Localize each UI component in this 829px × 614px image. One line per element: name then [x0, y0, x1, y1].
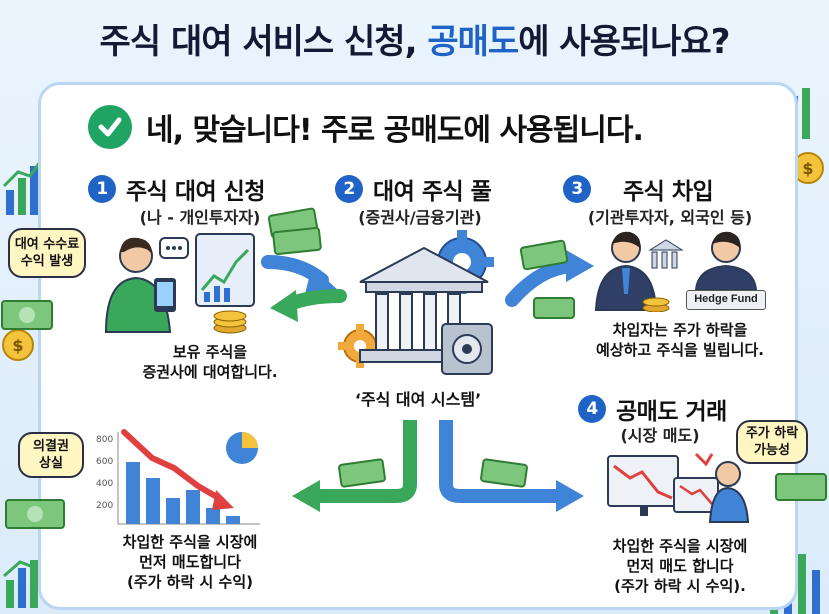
- arrow-head-fee: [270, 290, 298, 322]
- step-1-heading: 1 주식 대여 신청: [88, 172, 265, 206]
- falling-price-chart-illustration: 800 600 400 200: [96, 429, 260, 525]
- cash-icon-top: [267, 207, 322, 256]
- axis-tick-200: 200: [96, 501, 113, 511]
- svg-text:$: $: [12, 336, 23, 355]
- system-label: ‘주식 대여 시스템’: [354, 390, 482, 409]
- trader-monitor-illustration: [607, 452, 750, 523]
- institutional-investors-illustration: [594, 231, 758, 312]
- svg-text:$: $: [802, 159, 813, 178]
- coin-icon-left: $: [2, 329, 34, 361]
- arrow-head-sale: [556, 480, 584, 512]
- step-4-heading: 4 공매도 거래: [578, 392, 727, 426]
- cash-icon-bottom-center: [338, 458, 528, 488]
- step-number-2: 2: [335, 175, 363, 203]
- step-2-subtitle: (증권사/금융기관): [358, 208, 482, 227]
- step-4-description: 차입한 주식을 시장에 먼저 매도 합니다 (주가 하락 시 수익).: [612, 537, 748, 595]
- axis-tick-800: 800: [96, 435, 113, 445]
- step-2-heading: 2 대여 주식 풀: [335, 172, 492, 206]
- step-1-subtitle: (나 - 개인투자자): [139, 208, 261, 227]
- step-4-subtitle: (시장 매도): [620, 426, 700, 445]
- step-3-subtitle: (기관투자자, 외국인 등): [587, 208, 753, 227]
- arrow-head-borrow: [566, 250, 594, 282]
- step-number-1: 1: [88, 175, 116, 203]
- page-title: 주식 대여 서비스 신청, 공매도에 사용되나요?: [99, 22, 731, 62]
- cash-icon-right-edge: [775, 473, 827, 501]
- cash-icon-right-of-pool: [519, 239, 575, 319]
- step-number-4: 4: [578, 395, 606, 423]
- bank-vault-illustration: [338, 230, 494, 375]
- step-3-heading: 3 주식 차입: [563, 172, 714, 206]
- axis-tick-600: 600: [96, 457, 113, 467]
- content-panel: [38, 82, 798, 610]
- bottom-left-description: 차입한 주식을 시장에 먼저 매도합니다 (주가 하락 시 수익): [122, 533, 258, 591]
- arrow-head-return: [292, 480, 320, 512]
- investor-with-phone-illustration: [104, 233, 255, 334]
- checkmark-icon: [88, 105, 132, 149]
- step-number-3: 3: [563, 175, 591, 203]
- hedge-fund-label: Hedge Fund: [686, 290, 766, 310]
- arrow-pool-to-borrower: [505, 259, 579, 307]
- arrow-to-short-sale: [439, 420, 560, 503]
- arrow-return-green: [316, 420, 417, 503]
- step-1-description: 보유 주식을 증권사에 대여합니다.: [142, 343, 278, 381]
- cash-icon-bottom-left: [5, 499, 65, 529]
- cash-icon-left: [1, 300, 53, 330]
- step-3-description: 차입자는 주가 하락을 예상하고 주식을 빌립니다.: [596, 321, 764, 359]
- subtitle: 네, 맞습니다! 주로 공매도에 사용됩니다.: [88, 102, 748, 152]
- axis-tick-400: 400: [96, 479, 113, 489]
- arrow-fee-to-lender: [283, 289, 347, 311]
